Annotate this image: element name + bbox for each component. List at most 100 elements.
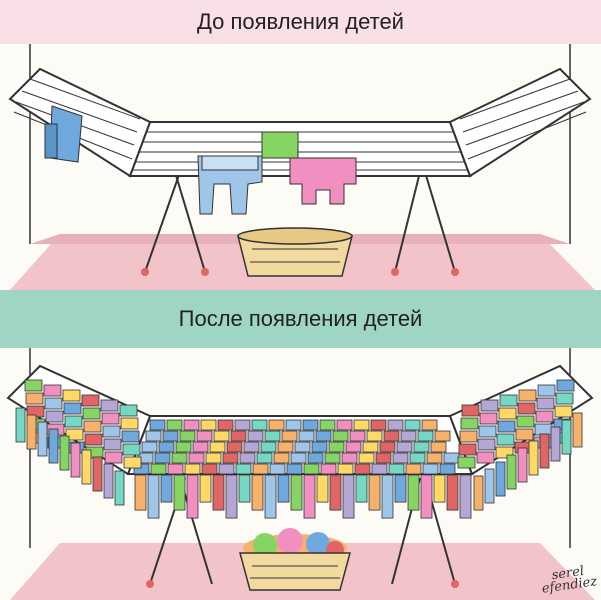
hanging-garment — [484, 468, 495, 504]
garment — [478, 425, 497, 438]
hanging-garment — [528, 440, 539, 476]
hanging-garment — [342, 474, 355, 519]
hanging-garment — [264, 474, 277, 519]
garment — [281, 430, 298, 442]
garment — [439, 463, 456, 475]
garment — [366, 430, 383, 442]
garment — [24, 379, 43, 392]
hanging-garment — [251, 474, 264, 511]
garment — [183, 419, 200, 431]
hanging-garment — [368, 474, 381, 511]
garment — [392, 452, 409, 464]
garment — [498, 407, 517, 420]
garment — [247, 430, 264, 442]
garment — [230, 430, 247, 442]
hanging-garment — [48, 428, 59, 464]
garment — [417, 430, 434, 442]
garment — [336, 419, 353, 431]
garment — [499, 394, 518, 407]
garment — [150, 463, 167, 475]
garment — [123, 456, 142, 469]
garment — [409, 452, 426, 464]
hanging-garment — [103, 463, 114, 499]
hanging-garment — [459, 474, 472, 519]
garment — [62, 389, 81, 402]
garment — [264, 430, 281, 442]
garment — [370, 419, 387, 431]
panel-before — [0, 44, 601, 290]
hanging-garment — [147, 474, 160, 519]
garment — [345, 441, 362, 453]
garment — [307, 452, 324, 464]
garment — [175, 441, 192, 453]
garment — [260, 441, 277, 453]
hanging-garment — [26, 414, 37, 450]
hanging-garment — [473, 475, 484, 511]
garment — [63, 402, 82, 415]
garment — [303, 463, 320, 475]
garment — [222, 452, 239, 464]
garment — [149, 419, 166, 431]
garment — [556, 379, 575, 392]
garment — [120, 417, 139, 430]
garment — [371, 463, 388, 475]
garment — [256, 452, 273, 464]
garment — [315, 430, 332, 442]
garment — [218, 463, 235, 475]
garment — [234, 419, 251, 431]
garment — [122, 443, 141, 456]
garment — [535, 410, 554, 423]
garment — [496, 433, 515, 446]
garment — [84, 433, 103, 446]
laundry-basket-full — [239, 528, 351, 591]
garment — [421, 419, 438, 431]
garment — [162, 430, 179, 442]
garment — [400, 430, 417, 442]
hanging-garment — [433, 474, 446, 503]
garment — [205, 452, 222, 464]
garment — [269, 463, 286, 475]
garment — [43, 384, 62, 397]
garment — [320, 463, 337, 475]
garment — [44, 397, 63, 410]
panel-after: serel efendiez — [0, 348, 601, 600]
garment — [184, 463, 201, 475]
garment — [349, 430, 366, 442]
garment — [171, 452, 188, 464]
garment — [294, 441, 311, 453]
garment — [404, 419, 421, 431]
hanging-garment — [572, 412, 583, 448]
rack-right-wing — [448, 67, 592, 178]
garment — [145, 430, 162, 442]
green-shirt — [261, 131, 299, 159]
garment — [388, 463, 405, 475]
garment — [268, 419, 285, 431]
garment — [201, 463, 218, 475]
garment — [460, 417, 479, 430]
hanging-garment — [212, 474, 225, 511]
garment — [375, 452, 392, 464]
hanging-garment — [59, 435, 70, 471]
garment — [273, 452, 290, 464]
hanging-garment — [173, 474, 186, 511]
hanging-garment — [329, 474, 342, 511]
hanging-garment — [238, 474, 251, 503]
before-illustration — [0, 44, 601, 290]
garment — [332, 430, 349, 442]
garment — [495, 446, 514, 459]
garment — [555, 392, 574, 405]
garment — [239, 452, 256, 464]
garment — [443, 452, 460, 464]
garment — [534, 423, 553, 436]
hanging-garment — [355, 474, 368, 503]
hanging-garment — [495, 461, 506, 497]
garment — [358, 452, 375, 464]
garment — [200, 419, 217, 431]
garment — [213, 430, 230, 442]
garment — [554, 405, 573, 418]
garment — [458, 443, 477, 456]
garment — [302, 419, 319, 431]
garment — [119, 404, 138, 417]
garment — [196, 430, 213, 442]
